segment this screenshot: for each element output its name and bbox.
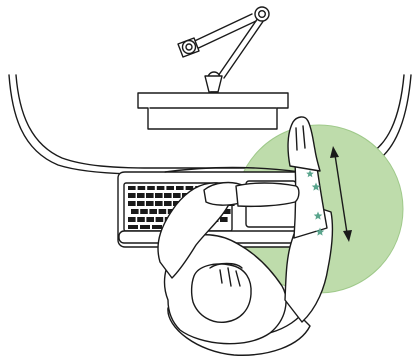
keyboard-key: [138, 186, 146, 190]
keyboard-key: [164, 193, 172, 198]
keyboard-key: [149, 209, 157, 214]
keyboard-key: [155, 193, 163, 198]
keyboard-key: [128, 193, 136, 198]
keyboard-key: [157, 186, 165, 190]
keyboard-key: [146, 201, 154, 206]
keyboard-key: [220, 217, 228, 222]
keyboard-key: [156, 217, 164, 222]
keyboard-key: [159, 209, 167, 214]
monitor: [138, 93, 288, 129]
keyboard-key: [140, 209, 148, 214]
keyboard-key: [146, 217, 154, 222]
keyboard-key: [137, 217, 145, 222]
keyboard-key: [155, 201, 163, 206]
keyboard-key: [128, 225, 138, 229]
keyboard-key: [164, 201, 172, 206]
keyboard-key: [152, 225, 162, 229]
keyboard-key: [131, 209, 139, 214]
keyboard-key: [176, 186, 184, 190]
keyboard-key: [147, 186, 155, 190]
keyboard-key: [146, 193, 154, 198]
keyboard-key: [140, 225, 150, 229]
keyboard-key: [128, 186, 136, 190]
keyboard-key: [128, 201, 136, 206]
keyboard-key: [137, 193, 145, 198]
monitor-arm: [178, 7, 269, 98]
keyboard-key: [173, 193, 181, 198]
keyboard-key: [137, 201, 145, 206]
keyboard-key: [166, 186, 174, 190]
keyboard-key: [128, 217, 136, 222]
